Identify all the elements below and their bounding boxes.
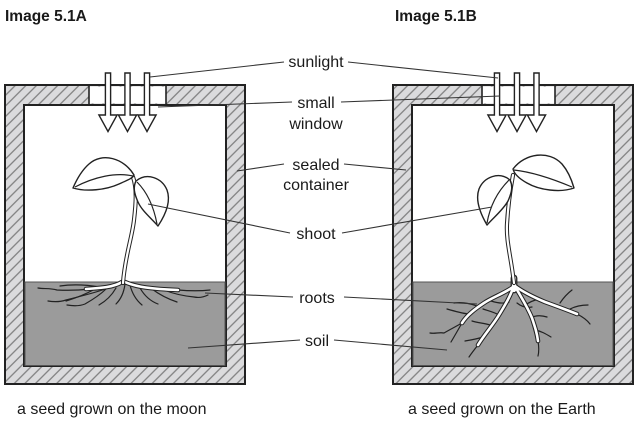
label-line-shoot-right [341, 206, 493, 234]
leaf-vein [486, 179, 510, 224]
label-sealed-container-line2: container [283, 177, 349, 194]
moon-container-figure [4, 72, 246, 385]
main-root-earth [514, 286, 540, 343]
label-line-soil-right [333, 339, 448, 351]
seedling-moon [72, 157, 170, 286]
soil-moon [24, 281, 226, 366]
label-roots: roots [299, 290, 335, 307]
rootlet-line [66, 288, 107, 307]
rootlet-line [471, 320, 491, 326]
sunlight-arrow [97, 72, 119, 133]
label-line-container-left [236, 163, 285, 172]
label-small-window-line2: window [288, 116, 343, 133]
rootlet-line [429, 322, 463, 334]
roots-moon [37, 279, 211, 307]
main-root-right-moon [123, 280, 180, 292]
title-image-b: Image 5.1B [395, 8, 477, 25]
rootlet-line [98, 287, 117, 306]
sunlight-arrows-moon [97, 72, 158, 133]
leaf-vein [74, 174, 134, 188]
label-soil: soil [305, 333, 329, 350]
label-line-window-left [157, 101, 293, 108]
main-root-earth [460, 285, 515, 325]
rootlet-line [559, 289, 573, 304]
sunlight-arrow [486, 72, 508, 133]
seedling-earth [476, 154, 575, 286]
label-sunlight: sunlight [288, 54, 344, 71]
sunlight-arrow [506, 72, 528, 133]
leaf-vein [136, 181, 158, 225]
rootlet-line [115, 283, 126, 305]
label-line-roots-left [204, 292, 294, 298]
leaf-vein [513, 169, 573, 188]
sunlight-arrow [136, 72, 158, 133]
main-root-left-moon [84, 280, 124, 291]
label-sealed-container-line1: sealed [292, 157, 339, 174]
earth-container-figure [392, 72, 634, 385]
main-root-earth [476, 286, 515, 347]
label-line-window-right [340, 95, 501, 103]
label-shoot: shoot [296, 226, 336, 243]
label-line-sunlight-right [347, 61, 499, 79]
label-line-shoot-left [147, 203, 291, 234]
label-line-soil-left [187, 339, 301, 349]
rootlet-line [129, 284, 143, 306]
caption-moon: a seed grown on the moon [17, 401, 206, 418]
leaf-upper-moon [72, 157, 135, 191]
label-line-container-right [343, 163, 407, 171]
label-small-window-line1: small [297, 95, 334, 112]
rootlet-line [47, 287, 109, 303]
main-root-earth [513, 284, 579, 316]
title-image-a: Image 5.1A [5, 8, 87, 25]
rootlet-line [569, 304, 589, 310]
label-line-sunlight-left [149, 61, 285, 78]
rootlet-line [177, 289, 211, 292]
caption-earth: a seed grown on the Earth [408, 401, 596, 418]
label-line-roots-right [343, 296, 478, 305]
soil-earth [412, 281, 614, 366]
sunlight-arrows-earth [486, 72, 547, 133]
rootlet-line [446, 308, 469, 315]
sunlight-arrow [526, 72, 547, 133]
label-column: sunlight small window sealed container s… [147, 54, 501, 351]
rootlet-line [163, 289, 209, 298]
sunlight-arrow [117, 72, 138, 133]
rootlet-line [139, 287, 159, 305]
